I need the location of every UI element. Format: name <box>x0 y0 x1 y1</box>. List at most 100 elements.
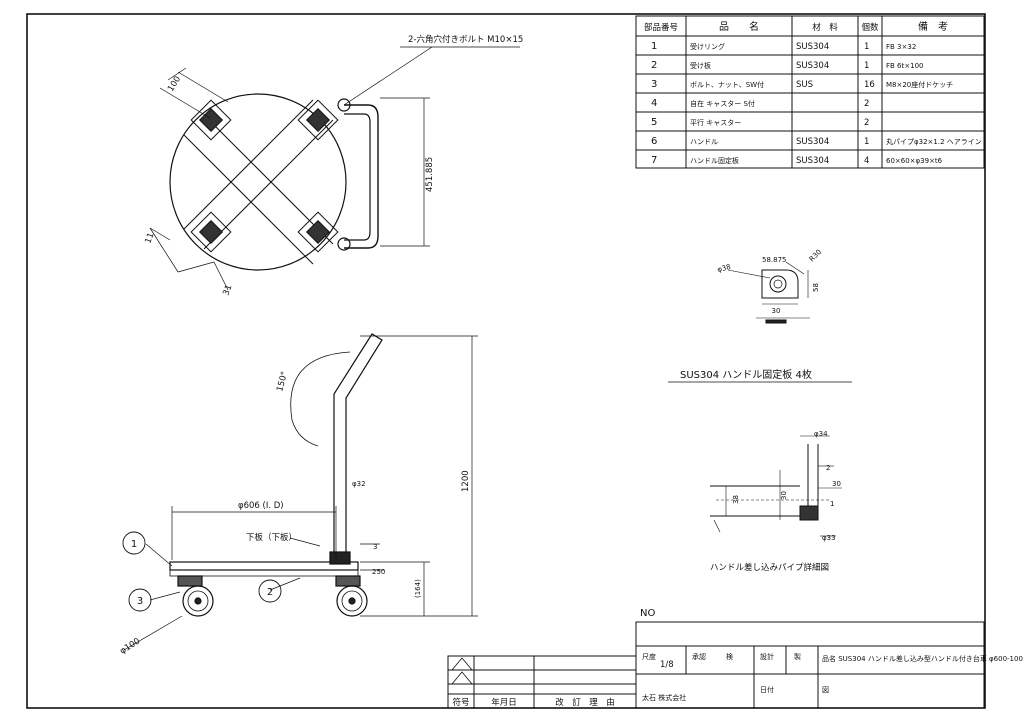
pipe-dim-38: 38 <box>732 495 740 504</box>
no-label: NO <box>640 608 655 619</box>
caster-plates <box>190 99 339 253</box>
plate-detail <box>727 261 810 324</box>
handle-loop <box>344 104 379 249</box>
parts-cell-qty: 2 <box>864 99 869 109</box>
header-part-no: 部品番号 <box>644 22 678 33</box>
plate-dim-58875: 58.875 <box>762 256 787 264</box>
callout-2: 2 <box>258 579 282 603</box>
revision-block <box>447 655 637 709</box>
dim-11: 11 <box>143 231 156 245</box>
parts-cell-qty: 2 <box>864 118 869 128</box>
dim-pipe: φ32 <box>352 480 366 488</box>
caster-dia: φ100 <box>118 636 142 656</box>
bolt-label: 2-六角穴付きボルト M10×15 <box>408 34 523 45</box>
revision-reason: 改 訂 理 由 <box>555 697 615 708</box>
parts-cell-no: 4 <box>651 98 657 109</box>
parts-cell-no: 7 <box>651 155 657 166</box>
parts-cell-material: SUS304 <box>796 42 829 52</box>
dim-height: 1200 <box>461 470 471 492</box>
pipe-dim-phi33: φ33 <box>822 534 836 542</box>
company-name: 太石 株式会社 <box>642 693 686 702</box>
title-block <box>635 621 985 709</box>
header-material: 材 料 <box>812 22 838 33</box>
pipe-dim-1: 1 <box>830 500 834 508</box>
parts-cell-material: SUS <box>796 80 813 90</box>
header-note: 備 考 <box>918 20 948 33</box>
pipe-detail <box>710 435 842 537</box>
parts-cell-name: 受けリング <box>690 42 725 51</box>
dim-small: 3 <box>373 543 377 551</box>
caster-right <box>335 575 368 617</box>
parts-cell-name: ハンドル <box>690 138 718 146</box>
parts-cell-name: ハンドル固定板 <box>690 156 739 165</box>
parts-cell-note: FB 6t×100 <box>886 62 923 70</box>
parts-table-rows: 1 受けリング SUS304 1 FB 3×32 2 受け板 SUS304 1 FB 6t×100… <box>651 41 982 166</box>
angle-150: 150° <box>275 370 290 392</box>
plate-dim-phi38: φ38 <box>717 263 732 274</box>
plate-dim-30: 30 <box>772 307 781 315</box>
plate-dim-58: 58 <box>812 283 820 292</box>
cross-bars <box>183 99 334 265</box>
handle-pole <box>333 333 383 562</box>
check-label: 検 <box>726 652 733 661</box>
parts-cell-name: ボルト、ナット、SW付 <box>690 80 764 89</box>
draw-label: 製 <box>794 652 801 661</box>
top-view <box>149 46 520 291</box>
parts-cell-no: 1 <box>651 41 657 52</box>
parts-cell-qty: 1 <box>864 61 869 71</box>
dim-low: (164) <box>414 579 422 598</box>
parts-cell-qty: 1 <box>864 137 869 147</box>
drawing-no-label: 図 <box>822 686 829 694</box>
parts-cell-no: 2 <box>651 60 657 71</box>
svg-text:2: 2 <box>267 587 273 598</box>
dim-side: 250 <box>372 568 385 576</box>
dim-31: 31 <box>221 283 234 297</box>
svg-text:1: 1 <box>131 539 137 550</box>
pipe-dim-30a: 30 <box>832 480 841 488</box>
parts-table-headers: 部品番号 品 名 材 料 個数 備 考 <box>644 20 948 33</box>
callout-3: 3 <box>128 588 152 612</box>
parts-cell-name: 自在 キャスター S付 <box>690 99 755 108</box>
parts-cell-note: 丸パイプφ32×1.2 ヘアライン <box>886 137 982 146</box>
parts-table <box>635 15 985 169</box>
revision-date: 年月日 <box>491 697 517 708</box>
dim-451: 451.885 <box>425 157 435 192</box>
pipe-dim-phi34: φ34 <box>814 430 828 438</box>
parts-cell-material: SUS304 <box>796 137 829 147</box>
parts-cell-material: SUS304 <box>796 61 829 71</box>
parts-cell-note: FB 3×32 <box>886 43 916 51</box>
svg-text:3: 3 <box>137 596 143 607</box>
scale-label: 尺度 <box>642 652 656 661</box>
platform-circle <box>169 93 347 271</box>
caster-left <box>177 575 214 617</box>
dim-diameter: φ606 (I. D) <box>238 501 284 511</box>
pipe-caption: ハンドル差し込みパイプ詳細図 <box>710 562 829 573</box>
plate-caption: SUS304 ハンドル固定板 4枚 <box>680 368 812 381</box>
callout-1: 1 <box>122 531 146 555</box>
plate-label: 下板（下板） <box>246 532 297 543</box>
parts-cell-no: 5 <box>651 117 657 128</box>
sheet-border <box>26 13 986 709</box>
parts-cell-qty: 16 <box>864 80 875 90</box>
parts-cell-qty: 1 <box>864 42 869 52</box>
header-name: 品 名 <box>719 20 759 33</box>
header-qty: 個数 <box>861 22 879 33</box>
dim-100: 100 <box>166 75 183 94</box>
pipe-dim-2: 2 <box>826 464 830 472</box>
pipe-dim-30b: 30 <box>780 491 788 500</box>
plate-dim-r30: R30 <box>808 248 823 263</box>
revision-symbol: 符号 <box>452 697 469 708</box>
parts-cell-name: 平行 キャスター <box>690 118 741 127</box>
parts-cell-note: 60×60×φ39×t6 <box>886 157 943 165</box>
design-label: 設計 <box>760 652 774 661</box>
parts-cell-name: 受け板 <box>690 61 711 70</box>
parts-cell-material: SUS304 <box>796 156 829 166</box>
date-label: 日付 <box>760 685 774 694</box>
parts-cell-note: M8×20座付ドケッチ <box>886 80 953 89</box>
parts-cell-no: 3 <box>651 79 657 90</box>
side-view <box>123 333 478 651</box>
approve-label: 承認 <box>692 652 706 661</box>
product-name: 品名 SUS304 ハンドル差し込み型ハンドル付き台車 φ600-100 <box>822 654 1023 663</box>
scale-value: 1/8 <box>660 660 674 670</box>
